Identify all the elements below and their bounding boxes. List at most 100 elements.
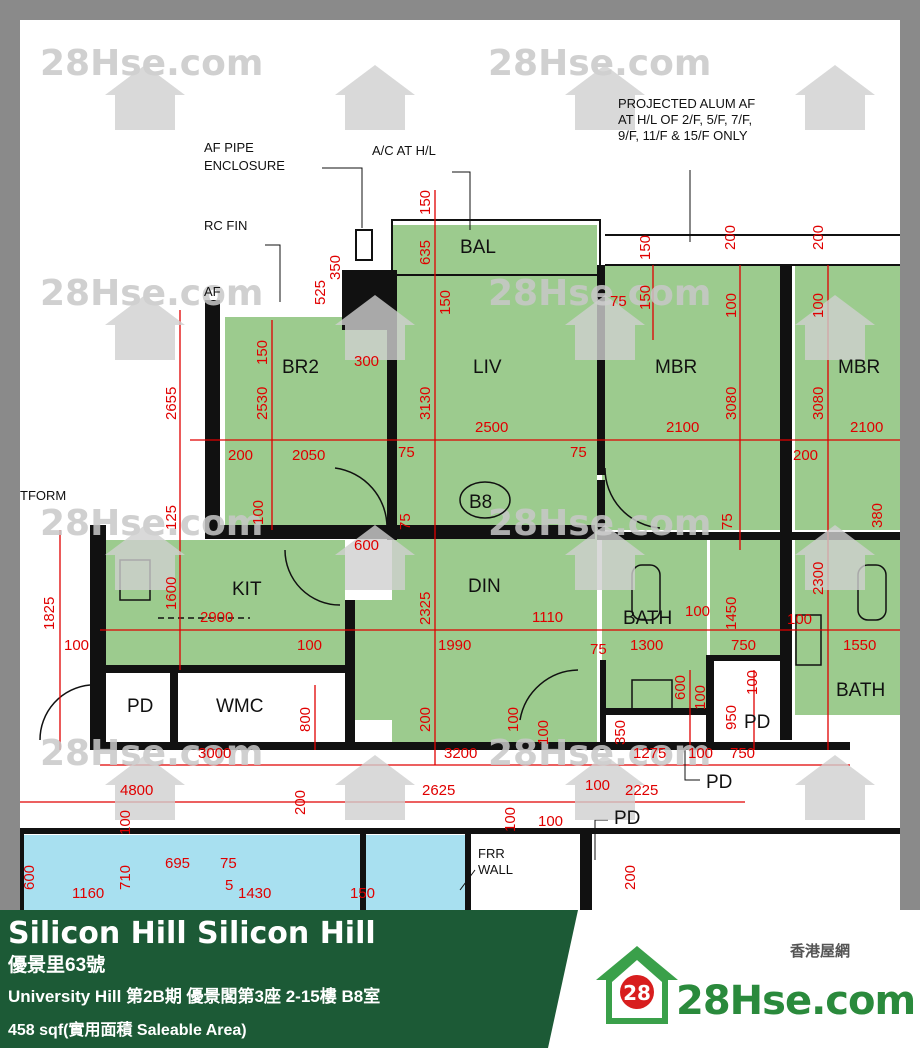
dim-label: 100 bbox=[685, 603, 710, 620]
room-label-bath-adjacent: BATH bbox=[836, 680, 885, 701]
room-label-mbr-adjacent: MBR bbox=[838, 357, 880, 378]
note-af-pipe-line1: AF PIPE bbox=[204, 140, 254, 155]
dim-label: 2300 bbox=[810, 562, 827, 595]
floor-plan: 28Hse.com 28Hse.com 28Hse.com 28Hse.com … bbox=[20, 20, 900, 910]
annotations: PROJECTED ALUM AF AT H/L OF 2/F, 5/F, 7/… bbox=[20, 96, 755, 877]
room-label-bal: BAL bbox=[460, 237, 496, 258]
dim-label: 800 bbox=[297, 707, 314, 732]
note-platform: TFORM bbox=[20, 488, 66, 503]
dim-label: 200 bbox=[417, 707, 434, 732]
dim-label: 300 bbox=[354, 353, 379, 370]
dim-label: 2325 bbox=[417, 592, 434, 625]
dim-label: 75 bbox=[719, 513, 736, 530]
dim-label: 1600 bbox=[163, 577, 180, 610]
dim-label: 1160 bbox=[72, 885, 104, 902]
dim-label: 200 bbox=[622, 865, 639, 890]
dim-label: 125 bbox=[163, 505, 180, 530]
dim-label: 75 bbox=[397, 513, 414, 530]
dim-label: 2225 bbox=[625, 782, 658, 799]
dim-label: 710 bbox=[117, 865, 134, 890]
watermark-house-icons bbox=[105, 65, 875, 820]
dim-label: 100 bbox=[810, 293, 827, 318]
dim-label: 150 bbox=[637, 285, 654, 310]
note-af: AF bbox=[204, 284, 221, 299]
room-labels: BAL BR2 LIV MBR MBR DIN KIT BATH BATH PD… bbox=[127, 237, 885, 829]
dim-label: 200 bbox=[722, 225, 739, 250]
dim-label: 150 bbox=[437, 290, 454, 315]
dim-label: 950 bbox=[723, 705, 740, 730]
dim-label: 750 bbox=[730, 745, 755, 762]
listing-area: 458 sqf(實用面積 Saleable Area) bbox=[8, 1022, 247, 1039]
dim-label: 1110 bbox=[532, 609, 563, 626]
dim-label: 150 bbox=[254, 340, 271, 365]
dim-label: 2530 bbox=[254, 387, 271, 420]
site-logo: 28 香港屋網 28Hse.com bbox=[592, 932, 916, 1032]
room-label-wmc: WMC bbox=[216, 696, 263, 717]
dim-label: 1990 bbox=[438, 637, 471, 654]
logo-chinese-name: 香港屋網 bbox=[790, 942, 851, 960]
dim-label: 100 bbox=[692, 685, 709, 710]
room-label-bath: BATH bbox=[623, 608, 672, 629]
dim-label: 3200 bbox=[444, 745, 477, 762]
dim-label: 1450 bbox=[723, 597, 740, 630]
dim-label: 2900 bbox=[200, 609, 233, 626]
dim-label: 100 bbox=[505, 707, 522, 732]
watermarks: 28Hse.com 28Hse.com 28Hse.com 28Hse.com … bbox=[40, 43, 875, 820]
dim-label: 200 bbox=[228, 447, 253, 464]
dim-label: 2100 bbox=[666, 419, 699, 436]
room-label-pd: PD bbox=[614, 808, 640, 829]
note-frr-line1: FRR bbox=[478, 846, 505, 861]
room-label-pd: PD bbox=[127, 696, 153, 717]
room-label-din: DIN bbox=[468, 576, 501, 597]
note-af-pipe-line2: ENCLOSURE bbox=[204, 158, 285, 173]
dim-label: 350 bbox=[327, 255, 344, 280]
room-label-pd: PD bbox=[706, 772, 732, 793]
dim-label: 2100 bbox=[850, 419, 883, 436]
listing-address: University Hill 第2B期 優景閣第3座 2-15樓 B8室 bbox=[8, 987, 381, 1006]
dim-label: 100 bbox=[117, 810, 134, 835]
walls bbox=[20, 265, 900, 910]
note-rc-fin: RC FIN bbox=[204, 218, 247, 233]
room-label-pd: PD bbox=[744, 712, 770, 733]
dim-label: 100 bbox=[585, 777, 610, 794]
note-ac: A/C AT H/L bbox=[372, 143, 436, 158]
dim-label: 1825 bbox=[41, 597, 58, 630]
dim-label: 75 bbox=[220, 855, 237, 872]
floor-plan-drawing: 28Hse.com 28Hse.com 28Hse.com 28Hse.com … bbox=[20, 43, 900, 910]
room-label-liv: LIV bbox=[473, 357, 502, 378]
doors bbox=[39, 467, 661, 741]
dim-label: 200 bbox=[810, 225, 827, 250]
room-label-br2: BR2 bbox=[282, 357, 319, 378]
dim-label: 150 bbox=[637, 235, 654, 260]
dim-label: 350 bbox=[612, 720, 629, 745]
dim-label: 3080 bbox=[810, 387, 827, 420]
dim-label: 635 bbox=[417, 240, 434, 265]
dim-label: 2655 bbox=[163, 387, 180, 420]
unit-marker bbox=[459, 481, 511, 519]
dim-label: 100 bbox=[535, 720, 552, 745]
unit-marker-label: B8 bbox=[469, 492, 492, 513]
dim-label: 3130 bbox=[417, 387, 434, 420]
note-projected-line2: AT H/L OF 2/F, 5/F, 7/F, bbox=[618, 112, 752, 127]
dim-label: 695 bbox=[165, 855, 190, 872]
lower-unit-fills bbox=[20, 835, 465, 910]
dim-label: 3080 bbox=[723, 387, 740, 420]
dim-label: 1275 bbox=[633, 745, 666, 762]
dim-label: 4800 bbox=[120, 782, 153, 799]
dim-label: 200 bbox=[292, 790, 309, 815]
note-projected-line1: PROJECTED ALUM AF bbox=[618, 96, 755, 111]
dim-label: 525 bbox=[312, 280, 329, 305]
dim-label: 600 bbox=[21, 865, 38, 890]
dim-label: 75 bbox=[610, 293, 627, 310]
dim-label: 2625 bbox=[422, 782, 455, 799]
dim-label: 100 bbox=[744, 670, 761, 695]
note-projected-line3: 9/F, 11/F & 15/F ONLY bbox=[618, 128, 748, 143]
listing-footer: Silicon Hill Silicon Hill 優景里63號 Univers… bbox=[0, 910, 920, 1048]
dim-label: 1430 bbox=[238, 885, 271, 902]
dim-label: 100 bbox=[297, 637, 322, 654]
note-frr-line2: WALL bbox=[478, 862, 513, 877]
dim-label: 100 bbox=[688, 745, 713, 762]
dim-label: 75 bbox=[570, 444, 587, 461]
dim-label: 3000 bbox=[198, 745, 231, 762]
room-label-kit: KIT bbox=[232, 579, 262, 600]
